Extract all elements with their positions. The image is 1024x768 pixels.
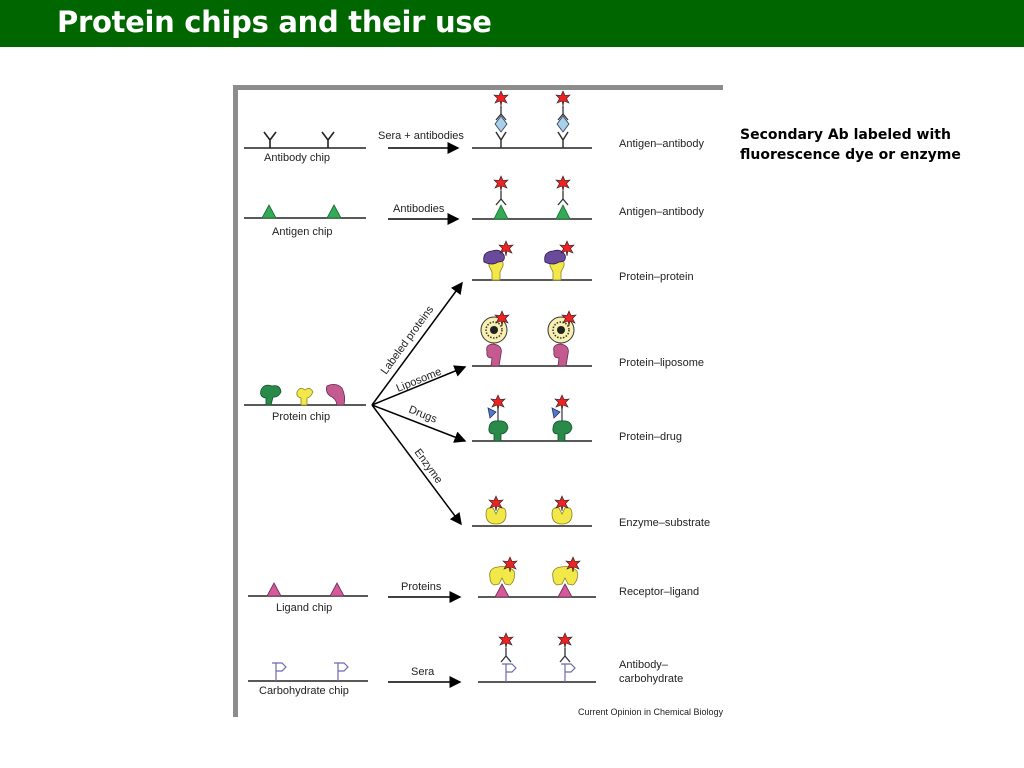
sera-antibodies-arrow-label: Sera + antibodies: [378, 130, 464, 142]
side-note-line-1: Secondary Ab labeled with: [740, 127, 951, 143]
protein-chip-label: Protein chip: [272, 411, 330, 423]
labeled-proteins-arrow-label: Labeled proteins: [379, 304, 437, 377]
drugs-arrow-label: Drugs: [407, 404, 439, 426]
figure-shadow-top: [233, 85, 723, 90]
carbohydrate-chip-row: Carbohydrate chip Sera Antibody– carbohy…: [248, 633, 683, 697]
protein-chip-figure: Antibody chip Sera + antibodies Antigen–…: [238, 90, 724, 722]
liposome-arrow-label: Liposome: [395, 366, 444, 395]
antigen-antibody-complex: [494, 91, 570, 148]
carbohydrate-chip-label: Carbohydrate chip: [259, 685, 349, 697]
protein-chip-row: Protein chip Labeled proteins Liposome D…: [244, 240, 710, 529]
antigen-chip-row: Antigen chip Antibodies Antigen–antibody: [244, 176, 705, 238]
antigen-antibody-result-1: Antigen–antibody: [619, 138, 705, 150]
antibody-chip-row: Antibody chip Sera + antibodies Antigen–…: [244, 91, 705, 164]
protein-liposome-result: Protein–liposome: [619, 357, 704, 369]
figure-credit: Current Opinion in Chemical Biology: [578, 707, 724, 717]
proteins-arrow-label: Proteins: [401, 581, 442, 593]
antibody-carbohydrate-result-line2: carbohydrate: [619, 673, 683, 685]
antibody-chip-label: Antibody chip: [264, 152, 330, 164]
title-bar: Protein chips and their use: [0, 0, 1024, 47]
receptor-ligand-result: Receptor–ligand: [619, 586, 699, 598]
antigen-antibody-result-2: Antigen–antibody: [619, 206, 705, 218]
ligand-chip-row: Ligand chip Proteins Receptor–ligand: [248, 556, 699, 614]
side-note-line-2: fluorescence dye or enzyme: [740, 147, 961, 163]
side-note: Secondary Ab labeled with fluorescence d…: [740, 125, 1000, 165]
antibodies-arrow-label: Antibodies: [393, 203, 445, 215]
slide-title: Protein chips and their use: [57, 5, 492, 39]
antigen-chip-label: Antigen chip: [272, 226, 333, 238]
sera-arrow-label: Sera: [411, 666, 435, 678]
protein-drug-result: Protein–drug: [619, 431, 682, 443]
enzyme-substrate-result: Enzyme–substrate: [619, 517, 710, 529]
figure-shadow: [233, 85, 238, 717]
antibody-carbohydrate-result-line1: Antibody–: [619, 659, 669, 671]
ligand-chip-label: Ligand chip: [276, 602, 332, 614]
protein-protein-result: Protein–protein: [619, 271, 694, 283]
